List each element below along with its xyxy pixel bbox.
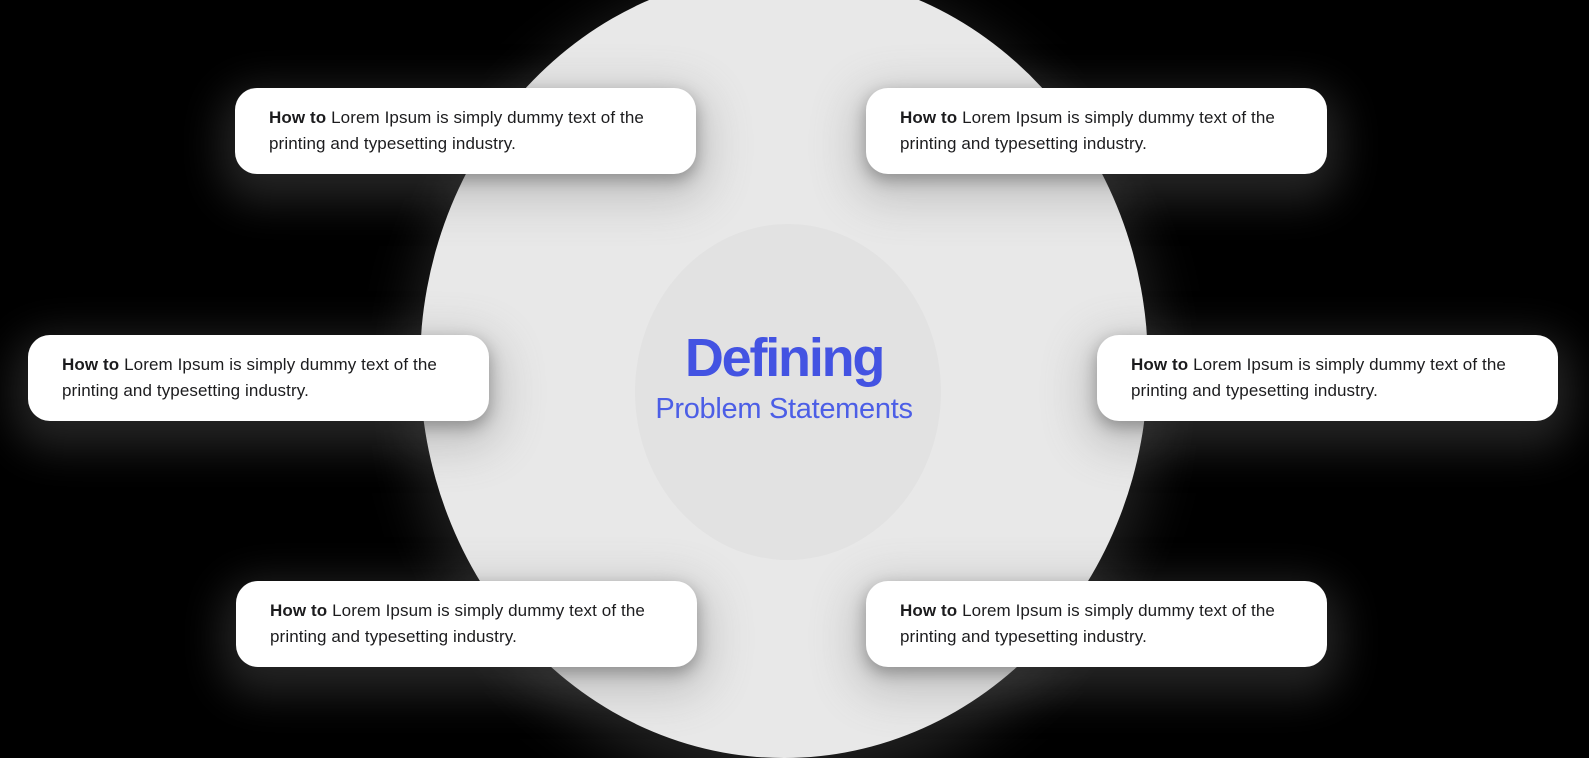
center-title: Defining bbox=[684, 328, 886, 388]
card-lead: How to bbox=[1131, 355, 1189, 374]
card-lead: How to bbox=[900, 601, 958, 620]
card-text: How to Lorem Ipsum is simply dummy text … bbox=[900, 105, 1293, 157]
card-text: How to Lorem Ipsum is simply dummy text … bbox=[1131, 352, 1524, 404]
card-lead: How to bbox=[62, 355, 120, 374]
inner-circle bbox=[635, 224, 941, 560]
card-body: Lorem Ipsum is simply dummy text of the … bbox=[900, 108, 1275, 153]
card-text: How to Lorem Ipsum is simply dummy text … bbox=[900, 598, 1293, 650]
center-text-block: Defining Problem Statements bbox=[420, 329, 1148, 425]
card-body: Lorem Ipsum is simply dummy text of the … bbox=[270, 601, 645, 646]
card-middle-left: How to Lorem Ipsum is simply dummy text … bbox=[28, 335, 489, 421]
card-body: Lorem Ipsum is simply dummy text of the … bbox=[900, 601, 1275, 646]
card-lead: How to bbox=[269, 108, 327, 127]
card-lead: How to bbox=[270, 601, 328, 620]
card-text: How to Lorem Ipsum is simply dummy text … bbox=[270, 598, 663, 650]
card-body: Lorem Ipsum is simply dummy text of the … bbox=[62, 355, 437, 400]
card-body: Lorem Ipsum is simply dummy text of the … bbox=[269, 108, 644, 153]
card-text: How to Lorem Ipsum is simply dummy text … bbox=[269, 105, 662, 157]
card-body: Lorem Ipsum is simply dummy text of the … bbox=[1131, 355, 1506, 400]
card-lead: How to bbox=[900, 108, 958, 127]
card-top-left: How to Lorem Ipsum is simply dummy text … bbox=[235, 88, 696, 174]
center-subtitle: Problem Statements bbox=[655, 393, 913, 425]
card-top-right: How to Lorem Ipsum is simply dummy text … bbox=[866, 88, 1327, 174]
card-text: How to Lorem Ipsum is simply dummy text … bbox=[62, 352, 455, 404]
card-bottom-left: How to Lorem Ipsum is simply dummy text … bbox=[236, 581, 697, 667]
card-middle-right: How to Lorem Ipsum is simply dummy text … bbox=[1097, 335, 1558, 421]
card-bottom-right: How to Lorem Ipsum is simply dummy text … bbox=[866, 581, 1327, 667]
